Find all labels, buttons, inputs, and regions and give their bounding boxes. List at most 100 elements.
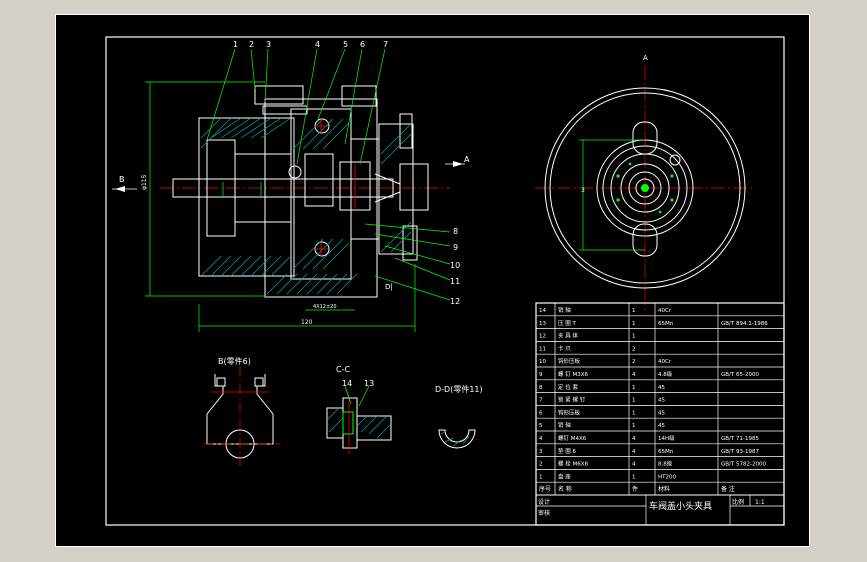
bom-cell-qty: 2 <box>632 359 636 365</box>
bom-cell-standard: GB/T 894.1-1986 <box>721 321 768 327</box>
bom-cell-no: 2 <box>539 462 543 468</box>
bom-cell-qty: 4 <box>632 436 636 442</box>
bom-cell-material: 45 <box>658 398 665 404</box>
bom-header-name: 名 称 <box>558 485 572 493</box>
designer-label: 设计 <box>538 498 550 506</box>
view-c-section: C-C 14 13 <box>326 365 392 454</box>
bom-cell-qty: 1 <box>632 410 636 416</box>
bom-cell-no: 10 <box>539 359 546 365</box>
d-marker: D| <box>385 283 393 291</box>
bom-cell-name: 定 位 套 <box>558 383 578 391</box>
bom-cell-name: 锁 紧 螺 钉 <box>558 396 586 404</box>
callout-8: 8 <box>453 227 458 236</box>
bom-cell-name: 螺 钉 M3X6 <box>558 370 589 378</box>
bom-header-standard: 备 注 <box>721 485 735 493</box>
view-b-part: B(零件6) <box>203 356 280 469</box>
callout-12: 12 <box>450 297 460 306</box>
dim-overall-width: 120 <box>301 319 313 326</box>
bom-cell-material: 4.8级 <box>658 370 673 378</box>
callout-10: 10 <box>450 261 460 270</box>
callout-4: 4 <box>315 40 320 49</box>
callout-13: 13 <box>364 379 374 388</box>
bom-cell-no: 11 <box>539 346 546 352</box>
bom-cell-material: 45 <box>658 410 665 416</box>
callout-3: 3 <box>266 40 271 49</box>
bom-cell-name: 垫 圈 6 <box>558 447 576 455</box>
bom-cell-material: 45 <box>658 385 665 391</box>
view-a-top-label: A <box>643 54 648 62</box>
bom-cell-standard: GB/T 65-2000 <box>721 372 759 378</box>
bom-cell-qty: 4 <box>632 372 636 378</box>
bom-cell-name: 卡 爪 <box>558 344 571 352</box>
callout-2: 2 <box>249 40 254 49</box>
bom-cell-material: 65Mn <box>658 449 674 455</box>
bom-cell-material: 40Cr <box>658 359 672 365</box>
checker-label: 审核 <box>538 509 550 517</box>
bom-cell-name: 钩形压板 <box>558 357 581 365</box>
bom-cell-name: 螺钉 M4X6 <box>558 434 587 442</box>
bom-cell-no: 9 <box>539 372 543 378</box>
view-d-section: D-D(零件11) <box>435 384 483 449</box>
callout-5: 5 <box>343 40 348 49</box>
bom-cell-qty: 1 <box>632 321 636 327</box>
bom-cell-name: 螺 栓 M6X8 <box>558 460 589 468</box>
bom-cell-material: HT200 <box>658 474 676 480</box>
dim-vertical-small: 3 <box>581 187 585 194</box>
bom-cell-qty: 1 <box>632 334 636 340</box>
bom-cell-qty: 4 <box>632 462 636 468</box>
bom-cell-material: 40Cr <box>658 308 672 314</box>
bom-cell-no: 7 <box>539 398 543 404</box>
bom-cell-qty: 1 <box>632 398 636 404</box>
drawing-sheet: B A φ115 120 4X12±20 D| 1 2 3 4 5 6 7 8 … <box>55 14 810 547</box>
callout-9: 9 <box>453 243 458 252</box>
bom-cell-qty: 1 <box>632 474 636 480</box>
view-a-circle: A 3 <box>535 54 755 310</box>
callout-7: 7 <box>383 40 388 49</box>
bom-cell-name: 钩形压板 <box>558 408 581 416</box>
bom-cell-standard: GB/T 5782-2000 <box>721 462 766 468</box>
bom-cell-no: 13 <box>539 321 546 327</box>
bom-cell-no: 8 <box>539 385 543 391</box>
callout-1: 1 <box>233 40 238 49</box>
view-d-title: D-D(零件11) <box>435 384 483 394</box>
bom-header-material: 材料 <box>658 485 670 493</box>
bom-cell-standard: GB/T 93-1987 <box>721 449 759 455</box>
bom-cell-qty: 1 <box>632 385 636 391</box>
view-b-title: B(零件6) <box>218 356 251 366</box>
bom-header-qty: 件 <box>632 485 638 493</box>
bom-cell-qty: 4 <box>632 449 636 455</box>
bom-cell-name: 夹 具 体 <box>558 332 578 340</box>
bom-cell-no: 6 <box>539 410 543 416</box>
bom-cell-material: 8.8级 <box>658 460 673 468</box>
bom-cell-no: 4 <box>539 436 543 442</box>
bom-cell-no: 1 <box>539 474 543 480</box>
bom-cell-qty: 2 <box>632 346 636 352</box>
bom-header-no: 序号 <box>539 485 551 493</box>
inner-frame <box>105 36 785 526</box>
bom-cell-standard: GB/T 71-1985 <box>721 436 759 442</box>
dim-bottom-1: 4X12±20 <box>313 304 337 310</box>
bom-cell-name: 压 圈 T <box>558 320 576 327</box>
callout-11: 11 <box>450 277 460 286</box>
outer-frame <box>55 14 810 547</box>
bom-cell-material: 14H级 <box>658 434 675 442</box>
bom-cell-material: 45 <box>658 423 665 429</box>
ratio-label: 比例 <box>732 498 744 506</box>
bom-cell-name: 盘 座 <box>558 472 571 480</box>
bom-cell-no: 12 <box>539 334 546 340</box>
main-section-view: B A φ115 120 4X12±20 D| 1 2 3 4 5 6 7 8 … <box>112 40 470 332</box>
dim-diameter: φ115 <box>141 174 148 190</box>
bom-cell-qty: 1 <box>632 308 636 314</box>
bom-cell-name: 销 轴 <box>558 421 571 429</box>
bom-cell-no: 14 <box>539 308 546 314</box>
view-a-label: A <box>464 155 470 164</box>
bom-cell-qty: 1 <box>632 423 636 429</box>
view-b-label: B <box>119 175 125 184</box>
bom-cell-no: 3 <box>539 449 543 455</box>
bom-cell-no: 5 <box>539 423 543 429</box>
drawing-title: 车阀盖小头夹具 <box>649 500 712 512</box>
ratio-value: 1:1 <box>755 499 765 506</box>
callout-6: 6 <box>360 40 365 49</box>
bom-cell-name: 销 轴 <box>558 306 571 314</box>
